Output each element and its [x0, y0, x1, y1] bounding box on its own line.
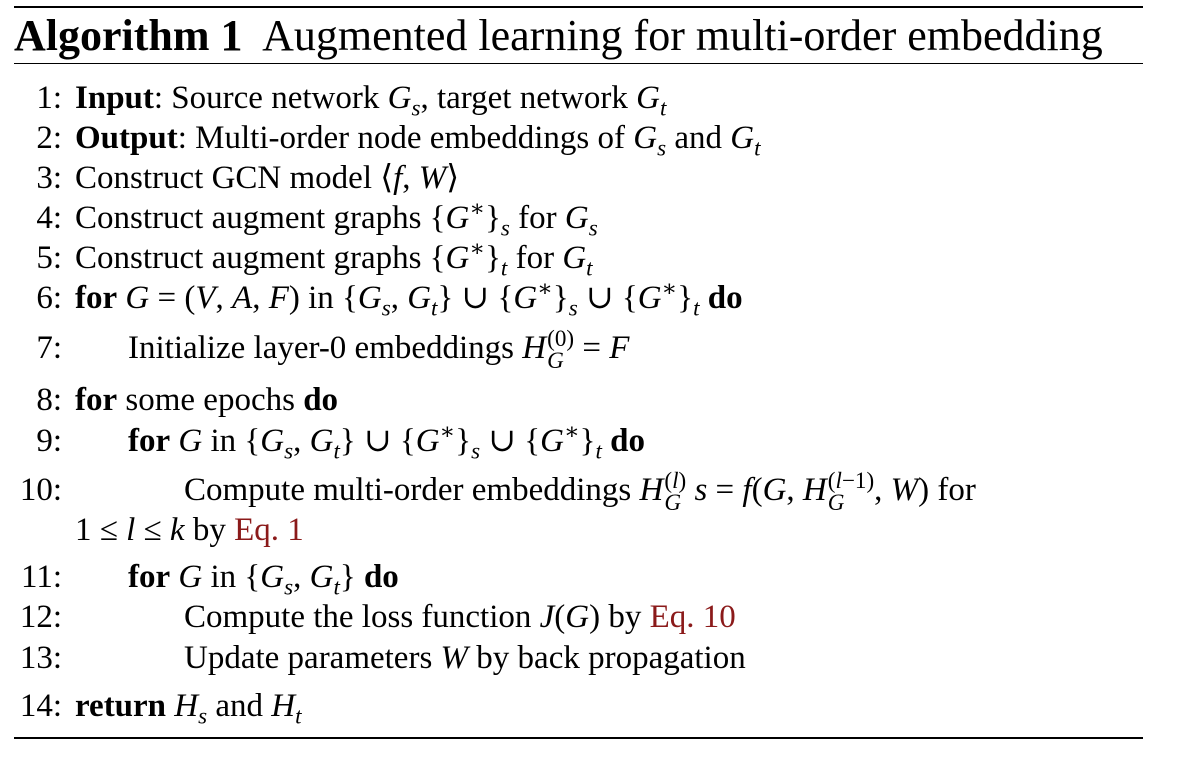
- algorithm-line-10-continuation: 1 ≤ l ≤ k by Eq. 1: [75, 510, 304, 550]
- line-number: 9:: [36, 423, 62, 459]
- line-text: Hs and Ht: [174, 688, 302, 729]
- line-number: 2:: [36, 120, 62, 156]
- line-number: 10:: [19, 472, 62, 508]
- line-number: 7:: [36, 330, 62, 366]
- line-number: 4:: [36, 200, 62, 236]
- output-keyword: Output: [75, 120, 178, 156]
- algorithm-caption: Algorithm 1 Augmented learning for multi…: [14, 10, 1103, 62]
- line-number: 5:: [36, 240, 62, 276]
- line-number: 12:: [19, 599, 62, 635]
- line-text: Initialize layer-0 embeddings H(0)G = F: [128, 325, 630, 374]
- line-text: Construct GCN model ⟨f, W⟩: [75, 160, 460, 196]
- line-text: Compute the loss function J(G) by: [184, 599, 642, 635]
- equation-1-link[interactable]: Eq. 1: [234, 512, 304, 548]
- caption-rule: [14, 63, 1143, 64]
- line-number: 6:: [36, 280, 62, 316]
- line-number: 13:: [19, 640, 62, 676]
- input-keyword: Input: [75, 80, 154, 116]
- line-text: G in {Gs, Gt}: [178, 559, 356, 600]
- line-text: G = (V, A, F) in {Gs, Gt} ∪ {G∗}s ∪ {G∗}…: [125, 275, 700, 321]
- line-number: 11:: [21, 559, 62, 595]
- algorithm-label: Algorithm 1: [14, 11, 243, 60]
- do-keyword: do: [363, 559, 399, 595]
- line-text: some epochs: [125, 382, 295, 418]
- do-keyword: do: [610, 423, 646, 459]
- line-text: : Source network Gs, target network Gt: [153, 80, 667, 121]
- for-keyword: for: [75, 280, 118, 316]
- return-keyword: return: [75, 688, 167, 724]
- for-keyword: for: [128, 559, 171, 595]
- bottom-rule: [14, 737, 1143, 739]
- line-number: 8:: [36, 382, 62, 418]
- line-text: Construct augment graphs {G∗}s for Gs: [75, 195, 598, 241]
- line-text: 1 ≤ l ≤ k by: [75, 512, 226, 548]
- top-rule: [14, 6, 1143, 8]
- line-number: 3:: [36, 160, 62, 196]
- line-text: G in {Gs, Gt} ∪ {G∗}s ∪ {G∗}t: [178, 418, 602, 464]
- do-keyword: do: [303, 382, 339, 418]
- line-number: 14:: [19, 688, 62, 724]
- algorithm-title: Augmented learning for multi-order embed…: [262, 11, 1103, 60]
- line-number: 1:: [36, 80, 62, 116]
- line-text: Update parameters W by back propagation: [184, 640, 746, 676]
- line-text: Compute multi-order embeddings H(l)G s =…: [184, 467, 976, 516]
- equation-10-link[interactable]: Eq. 10: [649, 599, 736, 635]
- for-keyword: for: [75, 382, 118, 418]
- line-text: Construct augment graphs {G∗}t for Gt: [75, 235, 593, 281]
- for-keyword: for: [128, 423, 171, 459]
- do-keyword: do: [707, 280, 743, 316]
- line-text: : Multi-order node embeddings of Gs and …: [177, 120, 761, 161]
